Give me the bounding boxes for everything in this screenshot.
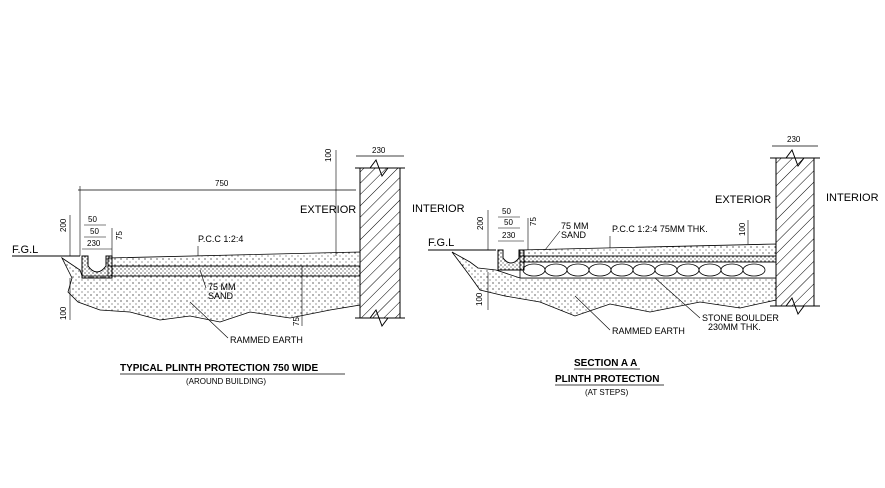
left-dim-75-left: 75 [115, 231, 124, 240]
left-dim-100-bottom: 100 [59, 306, 68, 320]
right-sand-label-1: 75 MM [561, 221, 589, 231]
left-fgl-label: F.G.L [12, 244, 38, 256]
right-sand-leader [544, 230, 561, 251]
left-dim-200: 200 [59, 218, 68, 232]
right-dim-50b: 50 [504, 218, 513, 227]
right-pcc-label: P.C.C 1:2:4 75MM THK. [612, 224, 708, 234]
right-rammed-earth-fill [451, 251, 777, 317]
right-stone-leader [654, 277, 701, 319]
right-dim-230-drain: 230 [502, 231, 516, 240]
left-wall [359, 167, 401, 319]
right-stone-label-1: STONE BOULDER [702, 313, 779, 323]
left-sand-label-1: 75 MM [208, 282, 236, 292]
left-dim-230-top: 230 [372, 146, 386, 155]
left-sand-leader [199, 269, 207, 289]
right-title-2: PLINTH PROTECTION [555, 374, 659, 385]
right-dim-200: 200 [476, 216, 485, 230]
left-section: 750 230 100 200 50 50 230 75 100 75 F.G.… [12, 146, 465, 386]
right-wall-break-bottom [770, 296, 820, 316]
left-dim-50b: 50 [90, 227, 99, 236]
left-sand-label-2: SAND [208, 291, 234, 301]
right-subtitle: (AT STEPS) [585, 388, 629, 397]
left-earth-leader [189, 301, 229, 339]
left-drain [81, 255, 113, 279]
right-wall [775, 157, 815, 307]
right-dim-75: 75 [529, 217, 538, 226]
right-pcc-slab [519, 243, 777, 257]
right-section: 230 200 50 50 230 75 100 100 F.G.L EXTER… [428, 135, 879, 397]
right-stones [522, 263, 766, 277]
right-sand-layer [519, 255, 777, 263]
left-exterior-label: EXTERIOR [300, 204, 356, 216]
right-stone-label-2: 230MM THK. [708, 322, 761, 332]
right-title-1: SECTION A A [574, 358, 637, 369]
left-pcc-label: P.C.C 1:2:4 [198, 234, 243, 244]
left-pcc-slab [107, 251, 361, 267]
left-title: TYPICAL PLINTH PROTECTION 750 WIDE [120, 363, 318, 374]
left-earth-label: RAMMED EARTH [230, 335, 303, 345]
right-drain [497, 249, 525, 271]
right-interior-label: INTERIOR [826, 192, 879, 204]
right-dim-100-right: 100 [738, 222, 747, 236]
left-subtitle: (AROUND BUILDING) [186, 377, 266, 386]
right-sand-label-2: SAND [561, 230, 587, 240]
left-sand-layer [107, 265, 361, 277]
right-wall-break-top [770, 148, 820, 168]
right-dim-50a: 50 [502, 207, 511, 216]
left-dim-50a: 50 [88, 215, 97, 224]
left-wall-break-top [355, 158, 405, 178]
right-earth-label: RAMMED EARTH [612, 326, 685, 336]
right-earth-leader [574, 295, 611, 331]
right-exterior-label: EXTERIOR [715, 194, 771, 206]
right-fgl-label: F.G.L [428, 237, 454, 249]
left-dim-750: 750 [215, 179, 229, 188]
right-dim-100-bottom: 100 [475, 292, 484, 306]
left-wall-break-bottom [355, 308, 405, 328]
left-dim-100-top: 100 [324, 148, 333, 162]
right-dim-230-top: 230 [787, 135, 801, 144]
left-dim-230-drain: 230 [87, 239, 101, 248]
left-dim-75-right: 75 [292, 317, 301, 326]
left-interior-label: INTERIOR [412, 203, 465, 215]
